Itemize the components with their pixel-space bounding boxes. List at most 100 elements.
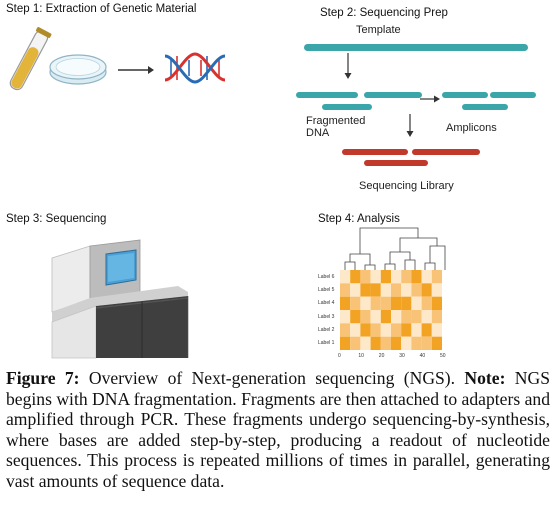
heatmap-grid xyxy=(340,270,442,350)
heatmap-cell xyxy=(421,296,432,310)
template-label: Template xyxy=(356,24,401,36)
library-bar xyxy=(342,149,408,155)
step-1-title: Step 1: Extraction of Genetic Material xyxy=(6,3,197,15)
heatmap-cell xyxy=(350,270,361,284)
heatmap-cell xyxy=(340,310,351,324)
heatmap-cell xyxy=(401,336,412,350)
heatmap-x-tick: 0 xyxy=(338,353,341,359)
heatmap-cell xyxy=(391,296,402,310)
heatmap-cell xyxy=(391,310,402,324)
heatmap-cell xyxy=(421,283,432,297)
heatmap-cell xyxy=(391,270,402,284)
heatmap-cell xyxy=(401,296,412,310)
fragment-bar xyxy=(322,104,372,110)
heatmap-cell xyxy=(431,296,442,310)
heatmap-cell xyxy=(391,336,402,350)
heatmap-x-tick: 40 xyxy=(419,353,426,359)
heatmap-cell xyxy=(380,296,391,310)
heatmap-cell xyxy=(380,270,391,284)
heatmap-cell xyxy=(431,310,442,324)
test-tube-icon xyxy=(9,27,52,91)
heatmap-cell xyxy=(370,310,381,324)
step-2-title: Step 2: Sequencing Prep xyxy=(320,7,448,19)
template-strand xyxy=(304,44,528,51)
library-bar xyxy=(364,160,428,166)
heatmap-row-label: Label 6 xyxy=(318,273,335,280)
caption-intro: Overview of Next-generation sequencing (… xyxy=(79,368,465,388)
heatmap-cell xyxy=(380,336,391,350)
amplicon-bar xyxy=(490,92,536,98)
sequencer-machine-icon xyxy=(51,239,189,359)
heatmap-x-tick: 20 xyxy=(378,353,385,359)
fragmented-dna-label: Fragmented DNA xyxy=(306,115,366,139)
heatmap-row-label: Label 1 xyxy=(318,340,335,347)
heatmap-cell xyxy=(340,283,351,297)
heatmap-cell xyxy=(421,336,432,350)
dendrogram xyxy=(344,227,446,270)
heatmap-cell xyxy=(380,323,391,337)
heatmap-cell xyxy=(401,323,412,337)
heatmap-cell xyxy=(411,270,422,284)
heatmap-cell xyxy=(370,336,381,350)
heatmap-cell xyxy=(380,283,391,297)
heatmap-cell xyxy=(340,270,351,284)
heatmap-cell xyxy=(431,270,442,284)
heatmap-cell xyxy=(360,296,371,310)
heatmap-cell xyxy=(340,336,351,350)
heatmap-cell xyxy=(411,310,422,324)
heatmap-cell xyxy=(360,336,371,350)
sequencing-prep-diagram xyxy=(296,44,536,166)
step-4-title: Step 4: Analysis xyxy=(318,213,400,225)
heatmap-cell xyxy=(350,296,361,310)
note-label: Note: xyxy=(464,368,506,388)
heatmap-cell xyxy=(370,323,381,337)
heatmap-cell xyxy=(360,310,371,324)
heatmap-cell xyxy=(370,296,381,310)
heatmap-row-label: Label 4 xyxy=(318,300,335,307)
heatmap-cell xyxy=(421,310,432,324)
heatmap-cell xyxy=(360,323,371,337)
heatmap-row-label: Label 5 xyxy=(318,287,335,293)
heatmap-cell xyxy=(350,323,361,337)
heatmap-x-tick: 50 xyxy=(440,353,446,359)
heatmap-cell xyxy=(421,270,432,284)
fragment-bar xyxy=(296,92,358,98)
heatmap-cell xyxy=(401,283,412,297)
sequencing-library-label: Sequencing Library xyxy=(359,180,454,192)
dna-helix-icon xyxy=(164,52,226,84)
heatmap-cell xyxy=(350,310,361,324)
heatmap-cell xyxy=(411,296,422,310)
heatmap-cell xyxy=(380,310,391,324)
heatmap-x-tick: 10 xyxy=(358,353,364,359)
step-3-title: Step 3: Sequencing xyxy=(6,213,107,225)
figure-label: Figure 7: xyxy=(6,368,80,388)
heatmap-cell xyxy=(411,336,422,350)
heatmap-row-label: Label 3 xyxy=(318,313,335,320)
heatmap-cell xyxy=(350,336,361,350)
heatmap-cell xyxy=(401,270,412,284)
heatmap-row-label: Label 2 xyxy=(318,327,335,333)
heatmap-cell xyxy=(370,283,381,297)
heatmap-cell xyxy=(391,283,402,297)
fragment-bar xyxy=(364,92,422,98)
heatmap-cell xyxy=(431,336,442,350)
amplicons-label: Amplicons xyxy=(446,122,497,134)
heatmap-cell xyxy=(360,283,371,297)
arrow-right-icon xyxy=(118,66,154,74)
heatmap-cell xyxy=(340,296,351,310)
heatmap-cell xyxy=(370,270,381,284)
heatmap-cell xyxy=(411,283,422,297)
figure-caption: Figure 7: Overview of Next-generation se… xyxy=(6,368,550,492)
heatmap-cell xyxy=(360,270,371,284)
heatmap-cell xyxy=(350,283,361,297)
heatmap-cell xyxy=(411,323,422,337)
heatmap-cell xyxy=(431,283,442,297)
caption-body: NGS begins with DNA fragmentation. Fragm… xyxy=(6,368,550,491)
heatmap-cell xyxy=(401,310,412,324)
petri-dish-icon xyxy=(49,54,107,85)
heatmap-cell xyxy=(431,323,442,337)
amplicon-bar xyxy=(442,92,488,98)
heatmap-cell xyxy=(340,323,351,337)
library-bar xyxy=(412,149,480,155)
amplicon-bar xyxy=(462,104,508,110)
